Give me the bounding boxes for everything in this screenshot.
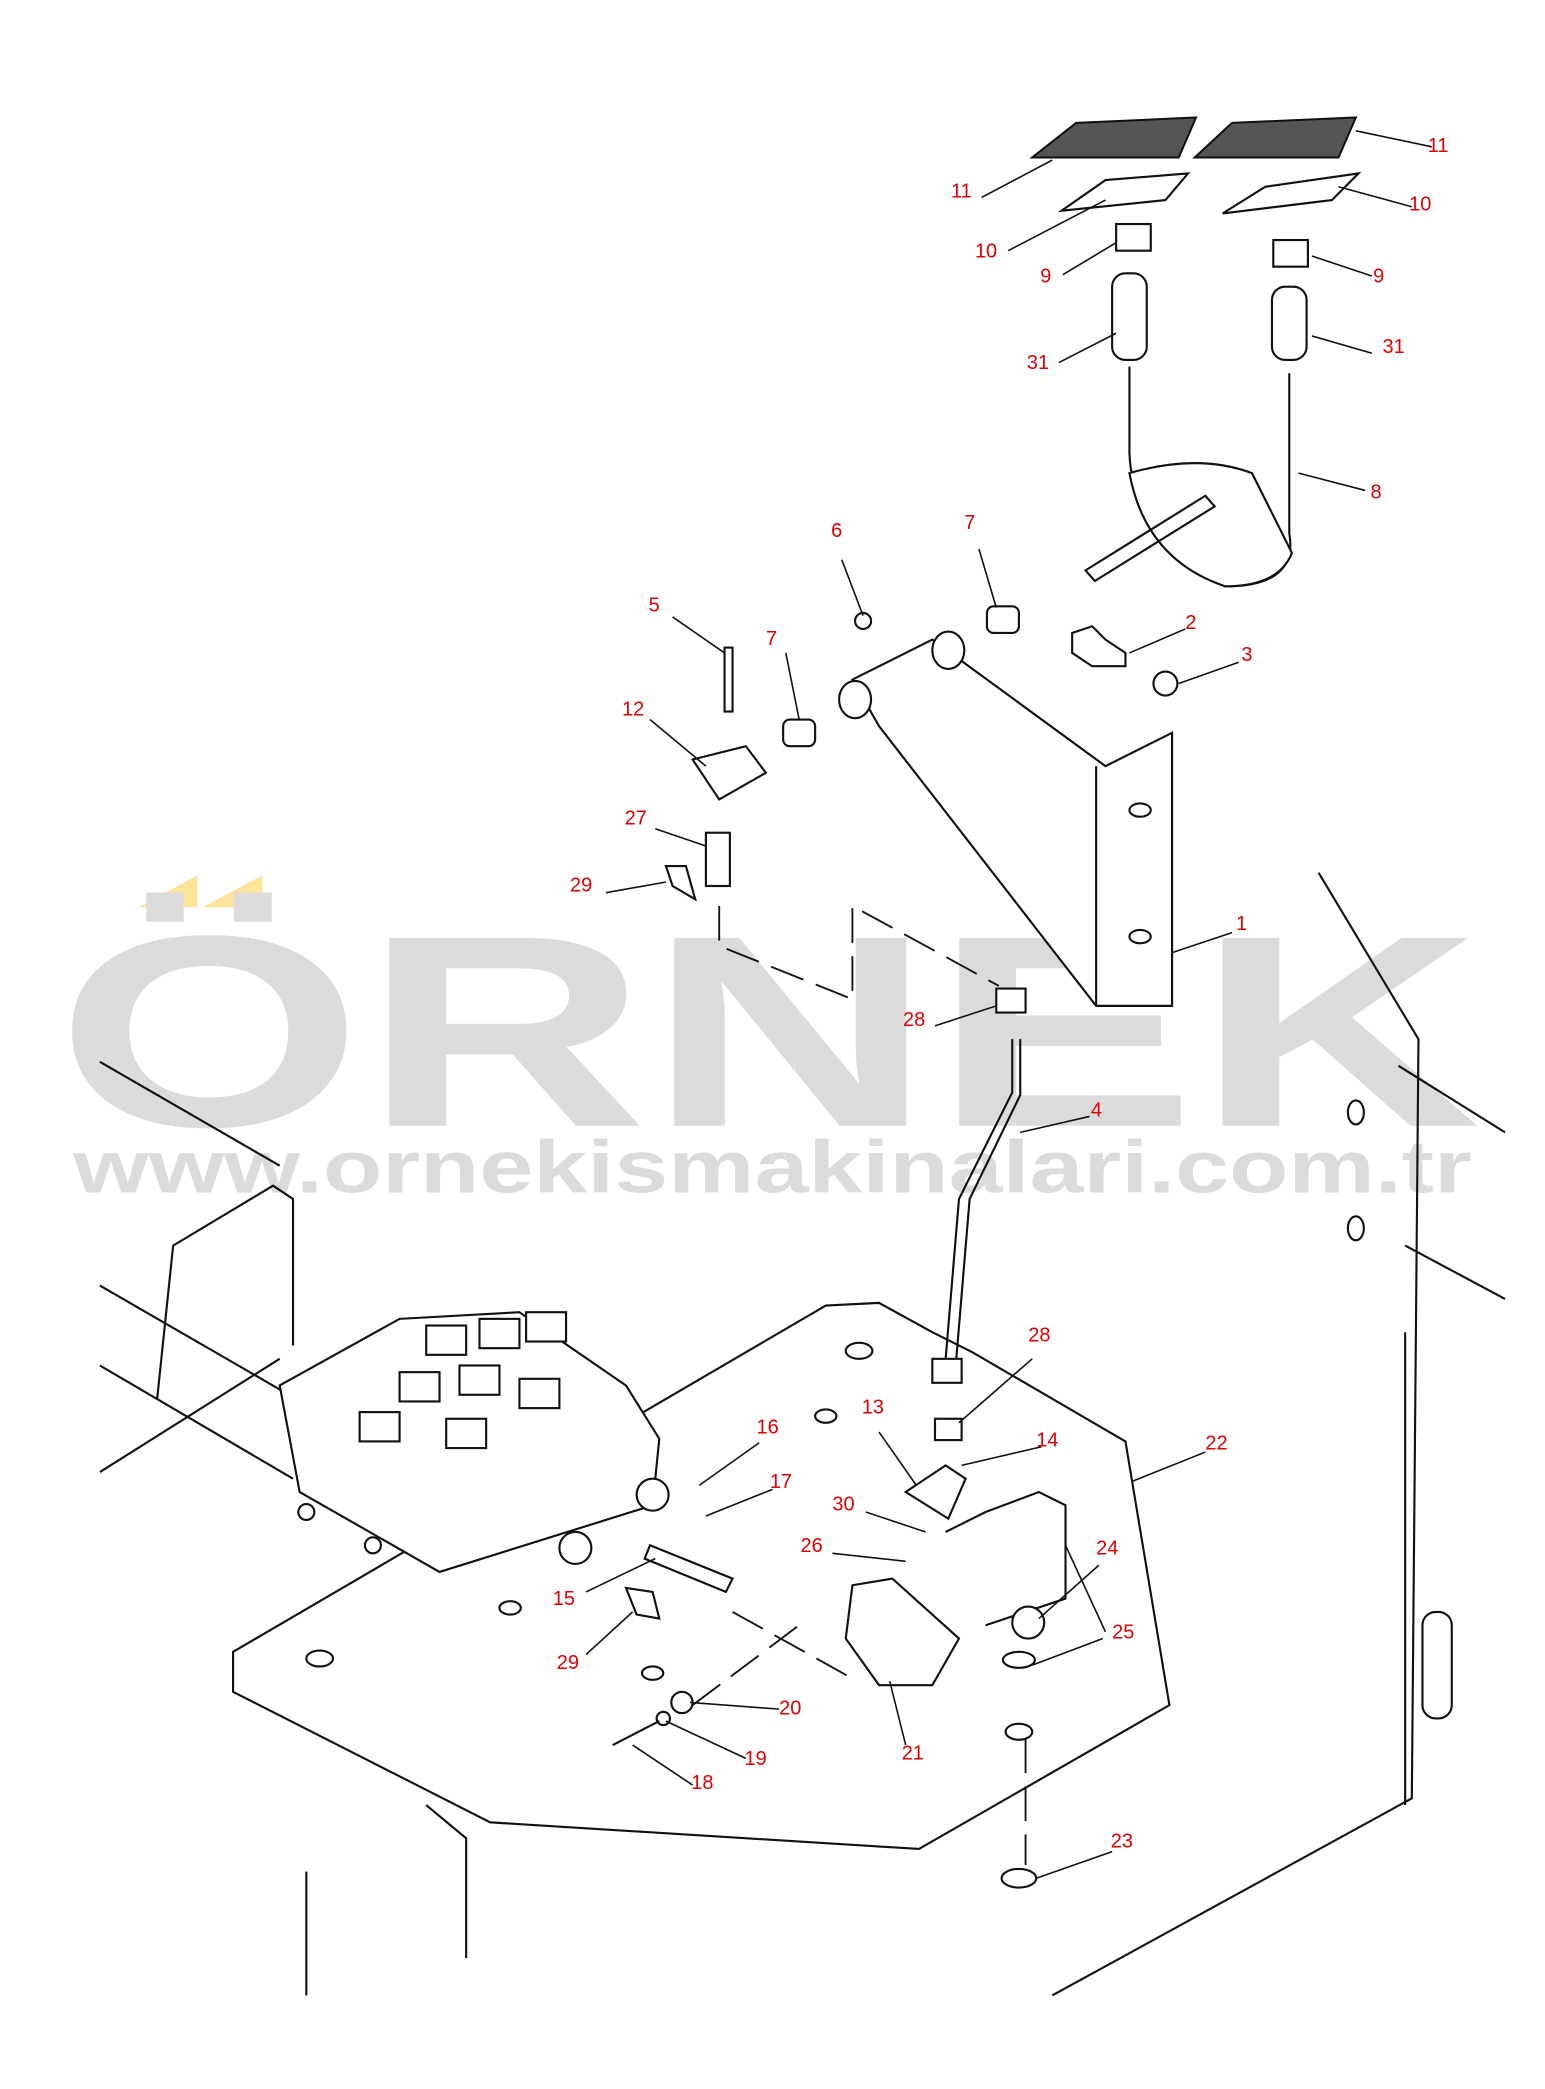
callout-28: 28 bbox=[1028, 1325, 1050, 1347]
callout-3: 3 bbox=[1241, 644, 1252, 666]
callout-10: 10 bbox=[1409, 194, 1431, 216]
callout-15: 15 bbox=[553, 1588, 575, 1610]
callout-11: 11 bbox=[951, 180, 972, 202]
callout-14: 14 bbox=[1036, 1430, 1058, 1452]
callout-31: 31 bbox=[1027, 352, 1049, 374]
watermark: ÖRNEK www.ornekismakinalari.com.tr bbox=[56, 875, 1481, 1208]
callout-8: 8 bbox=[1371, 481, 1382, 503]
callout-18: 18 bbox=[691, 1772, 713, 1794]
watermark-brand: ÖRNEK bbox=[56, 879, 1481, 1184]
callout-28: 28 bbox=[903, 1009, 925, 1031]
pedal-assembly bbox=[1029, 116, 1362, 588]
callout-25: 25 bbox=[1112, 1622, 1134, 1644]
callout-17: 17 bbox=[770, 1471, 792, 1493]
callout-5: 5 bbox=[649, 595, 660, 617]
callout-19: 19 bbox=[745, 1748, 767, 1770]
watermark-accent-mark bbox=[138, 875, 198, 908]
callout-31: 31 bbox=[1383, 336, 1405, 358]
callout-21: 21 bbox=[902, 1743, 924, 1765]
callout-29: 29 bbox=[570, 874, 592, 896]
watermark-url: www.ornekismakinalari.com.tr bbox=[72, 1124, 1472, 1208]
callout-7: 7 bbox=[964, 512, 975, 534]
callout-10: 10 bbox=[975, 240, 997, 262]
callout-27: 27 bbox=[625, 808, 647, 830]
callout-22: 22 bbox=[1205, 1432, 1227, 1454]
callout-1: 1 bbox=[1236, 913, 1247, 935]
callout-labels: 11 11 10 10 9 9 31 31 8 6 7 2 3 5 7 12 2… bbox=[553, 135, 1449, 1853]
callout-20: 20 bbox=[779, 1697, 801, 1719]
callout-12: 12 bbox=[622, 699, 644, 721]
callout-11: 11 bbox=[1428, 135, 1449, 157]
callout-24: 24 bbox=[1096, 1538, 1118, 1560]
callout-13: 13 bbox=[862, 1396, 884, 1418]
linkage-rod bbox=[612, 904, 1067, 1889]
callout-4: 4 bbox=[1091, 1099, 1102, 1121]
callout-7: 7 bbox=[766, 628, 777, 650]
callout-16: 16 bbox=[757, 1416, 779, 1438]
pedal-bracket bbox=[664, 605, 1179, 1007]
callout-23: 23 bbox=[1111, 1831, 1133, 1853]
callout-26: 26 bbox=[800, 1535, 822, 1557]
leader-lines bbox=[585, 130, 1432, 1880]
callout-9: 9 bbox=[1040, 266, 1051, 288]
callout-29: 29 bbox=[557, 1652, 579, 1674]
callout-30: 30 bbox=[832, 1494, 854, 1516]
machine-frame bbox=[99, 872, 1506, 1997]
callout-2: 2 bbox=[1185, 612, 1196, 634]
control-valve bbox=[278, 1311, 670, 1574]
callout-6: 6 bbox=[831, 520, 842, 542]
callout-9: 9 bbox=[1373, 266, 1384, 288]
